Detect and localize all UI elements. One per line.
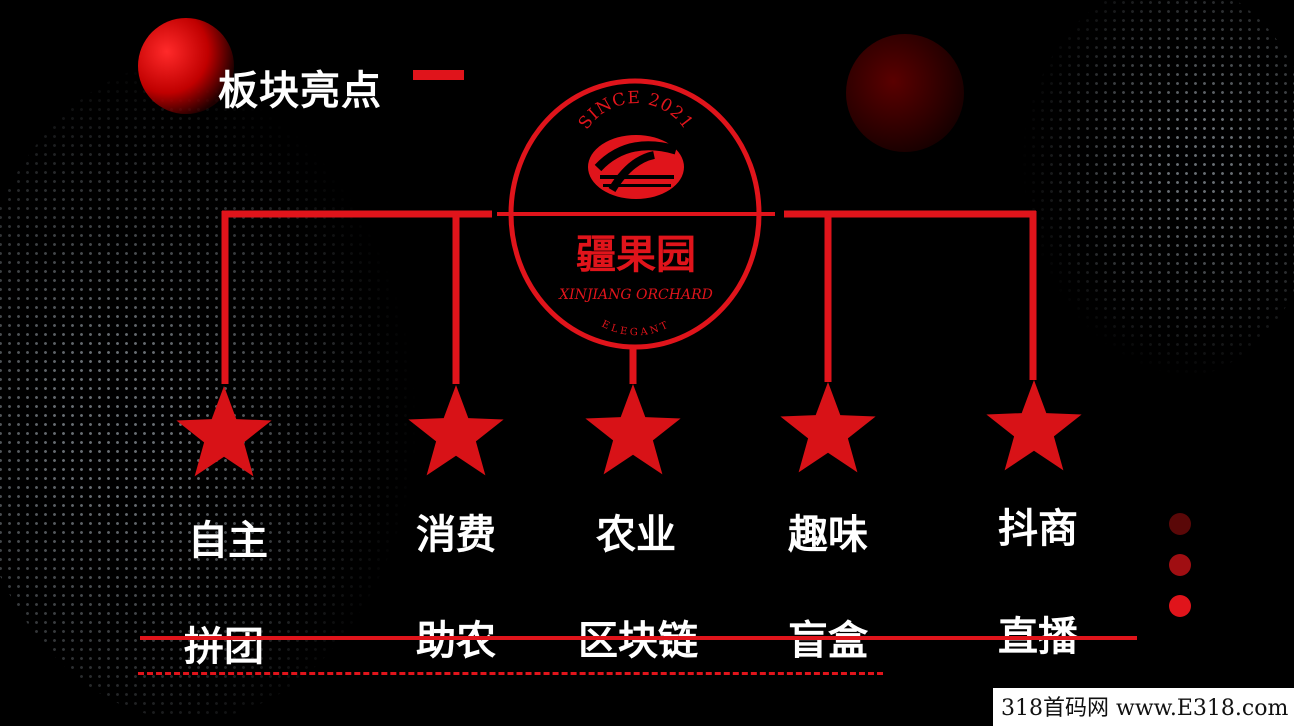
item-label-line2: 直播: [998, 614, 1078, 660]
item-label-line2: 拼团: [184, 624, 264, 670]
logo-emblem-icon: [588, 135, 684, 199]
item-label-line1: 消费: [416, 512, 496, 558]
page-title: 板块亮点: [218, 68, 382, 114]
brand-logo-badge: SINCE 2021 疆果园 XINJIANG ORCHARD ELEGANT: [497, 78, 775, 350]
watermark-text: 318首码网 www.E318.com: [993, 688, 1294, 726]
star-icon: [986, 380, 1082, 471]
halftone-dots-left: [0, 60, 420, 720]
logo-chinese-name: 疆果园: [576, 231, 696, 278]
logo-english-name: XINJIANG ORCHARD: [558, 287, 713, 303]
star-icon: [176, 386, 272, 477]
star-icons: [176, 380, 1082, 477]
page-dot-1: [1169, 513, 1191, 535]
bottom-divider-line: [140, 636, 1137, 640]
star-icon: [585, 384, 681, 475]
halftone-dots-right: [1020, 0, 1294, 380]
item-label-line1: 自主: [188, 518, 268, 564]
page-dot-2: [1169, 554, 1191, 576]
item-label-line2: 区块链: [578, 618, 698, 664]
item-label-line1: 抖商: [998, 506, 1078, 552]
dark-red-orb-decoration: [846, 34, 964, 152]
item-label-line2: 盲盒: [788, 618, 868, 664]
item-label-line1: 农业: [596, 512, 676, 558]
page-dot-3: [1169, 595, 1191, 617]
red-orb-decoration: [138, 18, 234, 114]
star-icon: [408, 385, 504, 476]
bottom-dashed-line: [138, 672, 883, 675]
item-label-line2: 助农: [416, 618, 496, 664]
connector-lines: [221, 210, 1037, 384]
star-icon: [780, 382, 876, 473]
title-accent-bar: [413, 70, 464, 80]
item-label-line1: 趣味: [788, 512, 868, 558]
